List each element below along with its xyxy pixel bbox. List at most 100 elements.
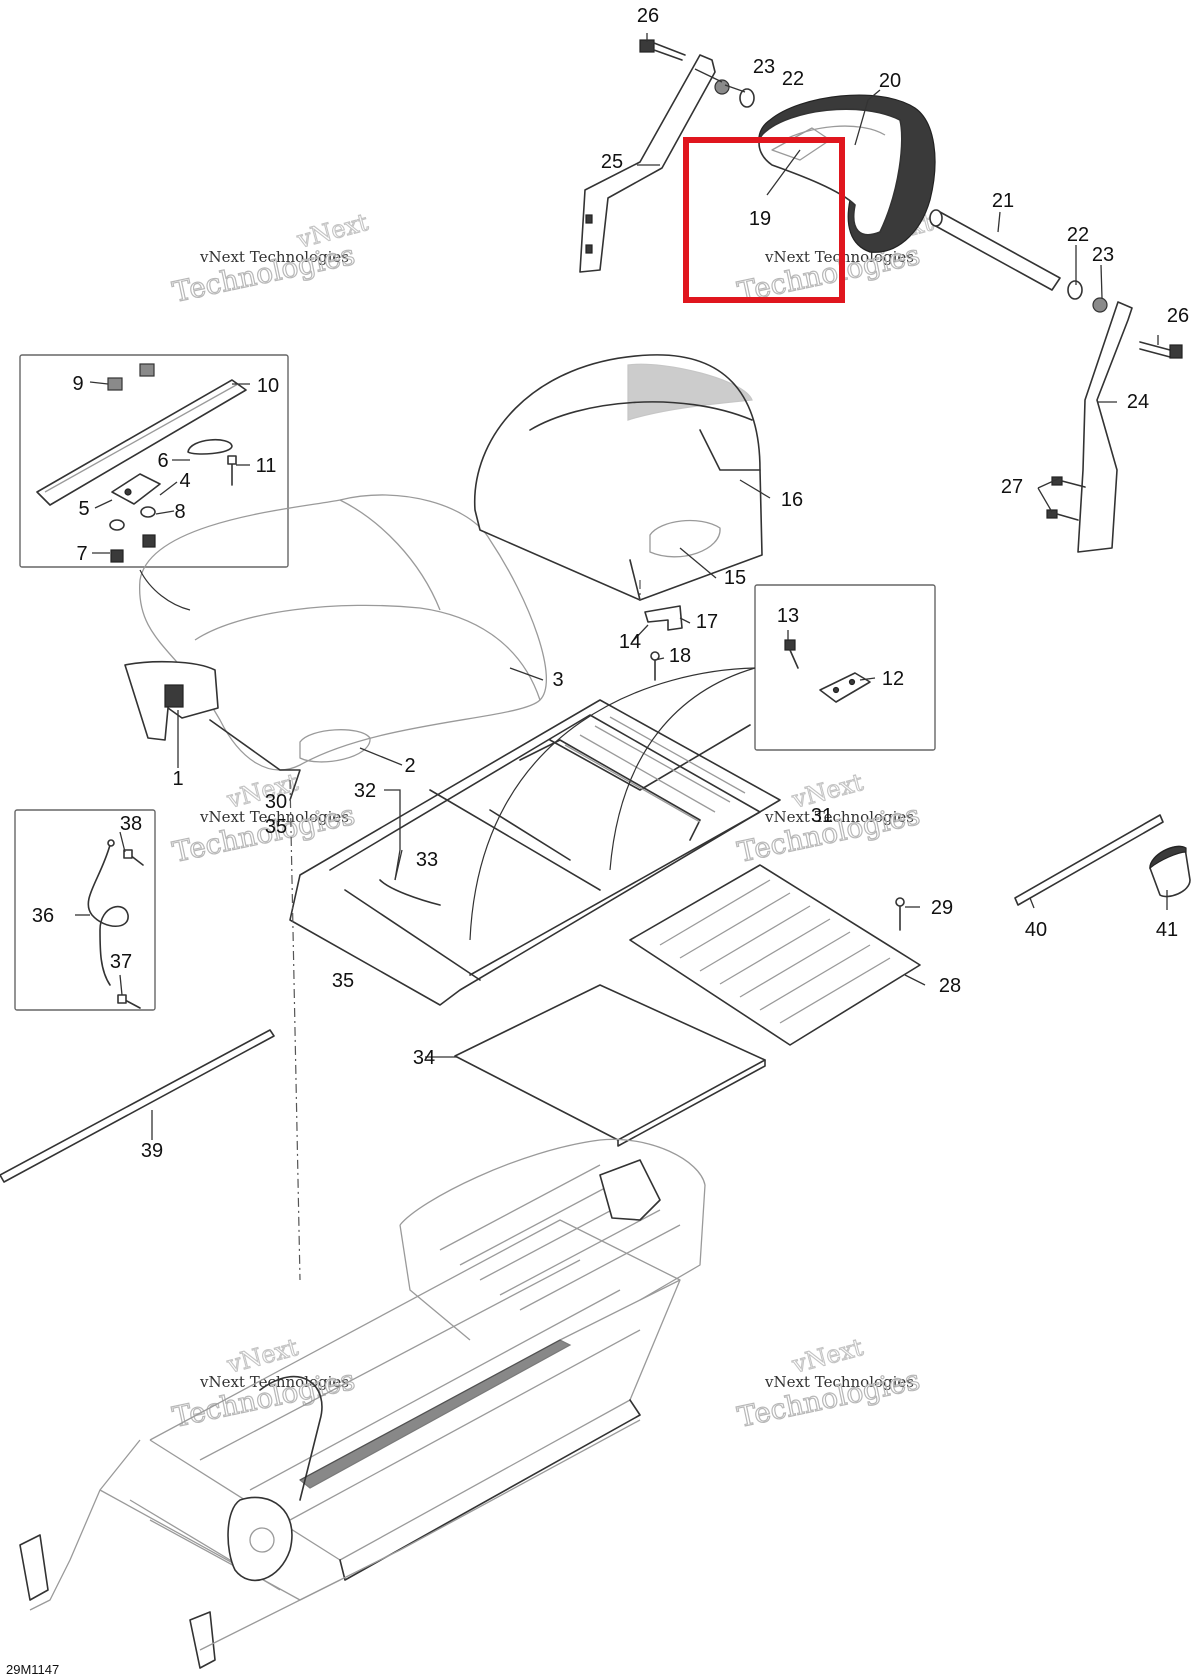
callout-29: 29 — [931, 897, 953, 919]
callout-37: 37 — [110, 951, 132, 973]
seat-frame — [289, 699, 781, 1006]
callout-35-lower: 35 — [332, 970, 354, 992]
svg-text:vNext Technologies: vNext Technologies — [199, 248, 349, 266]
callout-14: 14 — [619, 631, 641, 653]
bolt-7 — [110, 549, 124, 563]
backrest-tube — [929, 209, 1061, 291]
rear-storage-box — [473, 354, 763, 601]
callout-23-top: 23 — [753, 56, 775, 78]
hinge-rail — [36, 379, 247, 506]
bolt-top-left — [639, 39, 686, 61]
callout-35-upper: 35 — [265, 816, 287, 838]
callout-21: 21 — [992, 190, 1014, 212]
callout-15: 15 — [724, 567, 746, 589]
callout-27: 27 — [1001, 476, 1023, 498]
screw-13 — [784, 639, 799, 669]
callout-26-right: 26 — [1167, 305, 1189, 327]
callout-13: 13 — [777, 605, 799, 627]
backrest-cushion — [758, 94, 936, 253]
callout-22-top: 22 — [782, 68, 804, 90]
strap-6 — [187, 438, 233, 455]
seat-front-1 — [124, 660, 219, 741]
diagram-code: 29M1147 — [6, 1662, 59, 1677]
foam-pad — [454, 984, 766, 1141]
callout-23-right: 23 — [1092, 244, 1114, 266]
washer-8 — [140, 506, 156, 518]
rivet-29 — [895, 897, 905, 931]
callout-33: 33 — [416, 849, 438, 871]
callout-22-right: 22 — [1067, 224, 1089, 246]
callout-38: 38 — [120, 813, 142, 835]
arrow-hinge-frame-2 — [609, 667, 756, 871]
callout-32: 32 — [354, 780, 376, 802]
centerline-1 — [289, 779, 301, 1281]
callout-6: 6 — [157, 450, 168, 472]
watermark-bottom-right: vNext Technologies Technologies vNext — [734, 1332, 923, 1434]
callout-34: 34 — [413, 1047, 435, 1069]
callout-36: 36 — [32, 905, 54, 927]
nut-right — [1092, 297, 1108, 313]
latch-17 — [644, 605, 683, 631]
callout-24: 24 — [1127, 391, 1149, 413]
inset-box-cable — [14, 809, 156, 1011]
cable-36 — [87, 839, 129, 986]
nut-top — [714, 79, 730, 95]
rivet-18 — [650, 651, 660, 681]
callout-26-top: 26 — [637, 5, 659, 27]
bolt-top-right — [1139, 341, 1183, 359]
rivet-11 — [227, 455, 237, 486]
svg-text:vNext Technologies: vNext Technologies — [199, 808, 349, 826]
seat-patch-2 — [299, 729, 371, 763]
callout-40: 40 — [1025, 919, 1047, 941]
callout-20: 20 — [879, 70, 901, 92]
rivet-37 — [117, 994, 141, 1009]
washer-7 — [109, 519, 125, 531]
callout-39: 39 — [141, 1140, 163, 1162]
watermark-top-left: vNext Technologies Technologies vNext — [169, 207, 372, 309]
callout-16: 16 — [781, 489, 803, 511]
callout-41: 41 — [1156, 919, 1178, 941]
watermark-bottom-left: vNext Technologies Technologies vNext — [169, 1332, 358, 1434]
highlight-box — [683, 137, 845, 303]
floor-panel — [629, 864, 921, 1046]
callout-25: 25 — [601, 151, 623, 173]
callout-1: 1 — [172, 768, 183, 790]
bolt-8 — [142, 534, 156, 548]
callout-2: 2 — [404, 755, 415, 777]
cap-41 — [1149, 845, 1191, 898]
strip-40 — [1014, 814, 1164, 906]
seat-side-panel — [209, 719, 301, 801]
arrow-hinge-frame — [469, 667, 756, 941]
washer-top — [739, 88, 755, 108]
callout-17: 17 — [696, 611, 718, 633]
callout-4: 4 — [179, 470, 190, 492]
inset-box-hinge2 — [754, 584, 936, 751]
rivet-38 — [123, 849, 144, 866]
leader-lines — [75, 33, 1168, 1140]
chassis-frame — [19, 1138, 706, 1669]
callout-7: 7 — [76, 543, 87, 565]
strip-39 — [0, 1029, 275, 1183]
svg-text:vNext Technologies: vNext Technologies — [764, 808, 914, 826]
callout-12: 12 — [882, 668, 904, 690]
seat-cushion — [139, 494, 548, 771]
callout-18: 18 — [669, 645, 691, 667]
callout-10: 10 — [257, 375, 279, 397]
hinge-nut-9 — [107, 363, 155, 391]
callout-9: 9 — [72, 373, 83, 395]
callout-11: 11 — [256, 455, 277, 477]
hinge-bracket-5 — [111, 473, 161, 505]
callout-8: 8 — [174, 501, 185, 523]
callout-30: 30 — [265, 791, 287, 813]
callout-3: 3 — [552, 669, 563, 691]
callout-28: 28 — [939, 975, 961, 997]
washer-right — [1067, 280, 1083, 300]
hinge-12 — [819, 672, 871, 703]
callout-5: 5 — [78, 498, 89, 520]
right-backrest-bracket — [1077, 301, 1133, 553]
foam-pad-edge — [617, 1059, 766, 1147]
callout-31: 31 — [811, 805, 833, 827]
left-backrest-bracket — [579, 54, 716, 273]
svg-text:vNext Technologies: vNext Technologies — [764, 1373, 914, 1391]
